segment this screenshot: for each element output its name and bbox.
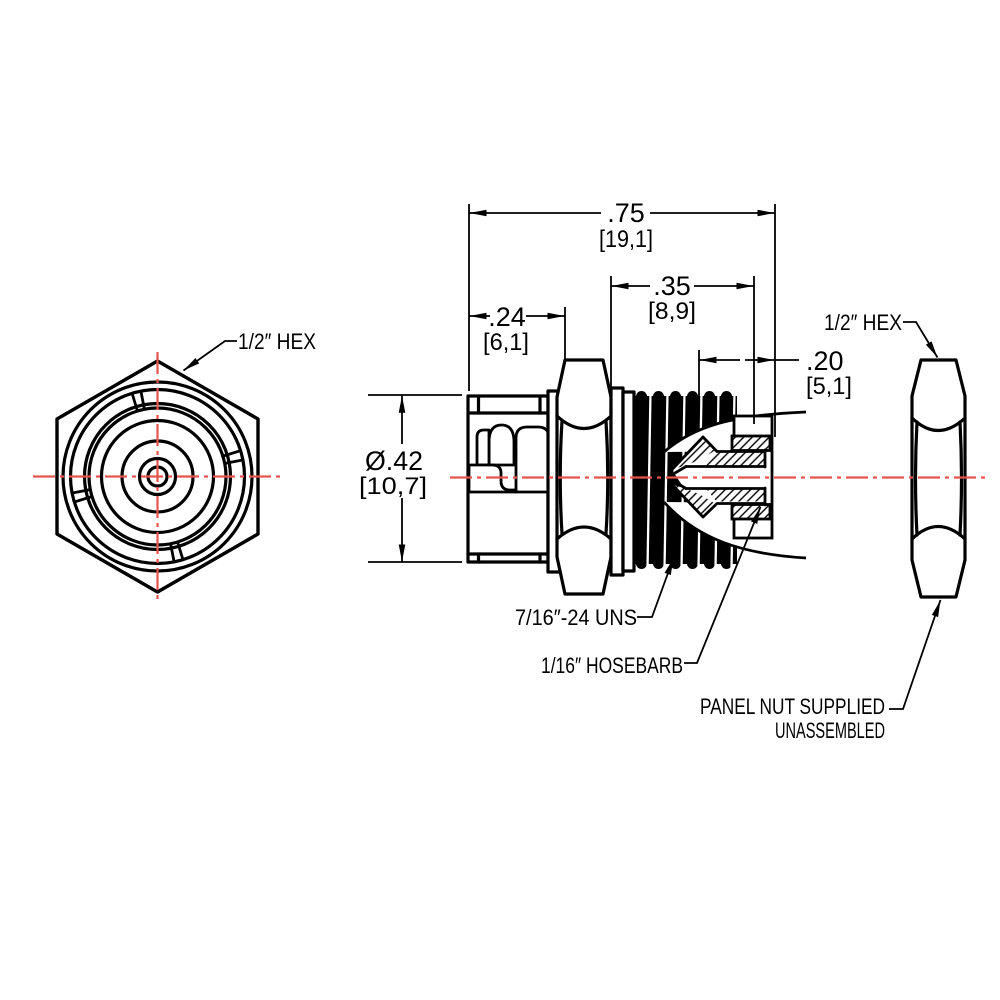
hex-left-label: 1/2″ HEX	[238, 329, 316, 354]
callout-thread-spec: 7/16″-24 UNS	[515, 557, 675, 630]
dim-barb-length: .20 [5,1]	[699, 346, 852, 400]
dim-diameter-mm: [10,7]	[359, 473, 427, 500]
dim-overall-inches: .75	[607, 198, 645, 228]
section-hatch-upper-wedge	[673, 438, 715, 469]
dim-thread-inches: .35	[653, 271, 691, 301]
bayonet-slot-marks	[70, 389, 245, 564]
dim-overall-length: .75 [19,1]	[469, 198, 775, 253]
panel-nut-label-line2: UNASSEMBLED	[775, 718, 885, 743]
extension-lines	[368, 204, 776, 563]
section-hatch-upper-band	[706, 452, 764, 466]
bore	[686, 467, 765, 488]
hex-left-leader	[182, 340, 237, 372]
hex-section	[555, 358, 613, 596]
dim-thread-mm: [8,9]	[648, 298, 696, 325]
barb-ridge-upper	[730, 434, 772, 452]
washer-band	[609, 386, 625, 577]
hex-right-label: 1/2″ HEX	[824, 310, 902, 335]
dim-body-diameter: Ø.42 [10,7]	[359, 395, 427, 562]
section-hatch-lower-wedge	[673, 485, 715, 516]
dim-barb-inches: .20	[806, 346, 844, 376]
hosebarb-leader	[684, 506, 762, 664]
centerlines	[33, 352, 990, 601]
callout-hex-left: 1/2″ HEX	[182, 329, 316, 372]
dim-body-inches: .24	[488, 302, 526, 332]
callout-hosebarb: 1/16″ HOSEBARB	[541, 506, 762, 678]
panel-nut-label-line1: PANEL NUT SUPPLIED	[700, 694, 885, 719]
dim-overall-mm: [19,1]	[599, 226, 653, 253]
section-hatch-lower-band	[706, 488, 764, 502]
barb-ridge-lower	[730, 503, 772, 521]
dim-body-length: .24 [6,1]	[469, 302, 565, 356]
dim-diameter-inches: Ø.42	[365, 446, 423, 476]
circle-7	[137, 456, 178, 497]
thread-spec-leader	[637, 557, 675, 618]
dimensions: .75 [19,1] .35 [8,9] .24 [6,1] .20 [5,1]	[359, 198, 852, 563]
dim-barb-mm: [5,1]	[806, 373, 852, 400]
dim-thread-length: .35 [8,9]	[611, 271, 754, 325]
panel-nut-leader	[889, 599, 942, 710]
callout-panel-nut: PANEL NUT SUPPLIED UNASSEMBLED	[700, 599, 942, 743]
thread-spec-label: 7/16″-24 UNS	[515, 605, 637, 630]
hex-outline	[55, 359, 260, 594]
dim-body-mm: [6,1]	[483, 329, 529, 356]
callouts: 1/2″ HEX 1/2″ HEX 7/16″-24 UNS 1/16″ HOS…	[182, 310, 942, 743]
thread-relief-band	[621, 390, 636, 573]
hosebarb-label: 1/16″ HOSEBARB	[541, 653, 683, 678]
callout-hex-right: 1/2″ HEX	[824, 310, 939, 358]
hex-right-leader	[903, 321, 939, 358]
sleeve-steps	[466, 394, 550, 564]
